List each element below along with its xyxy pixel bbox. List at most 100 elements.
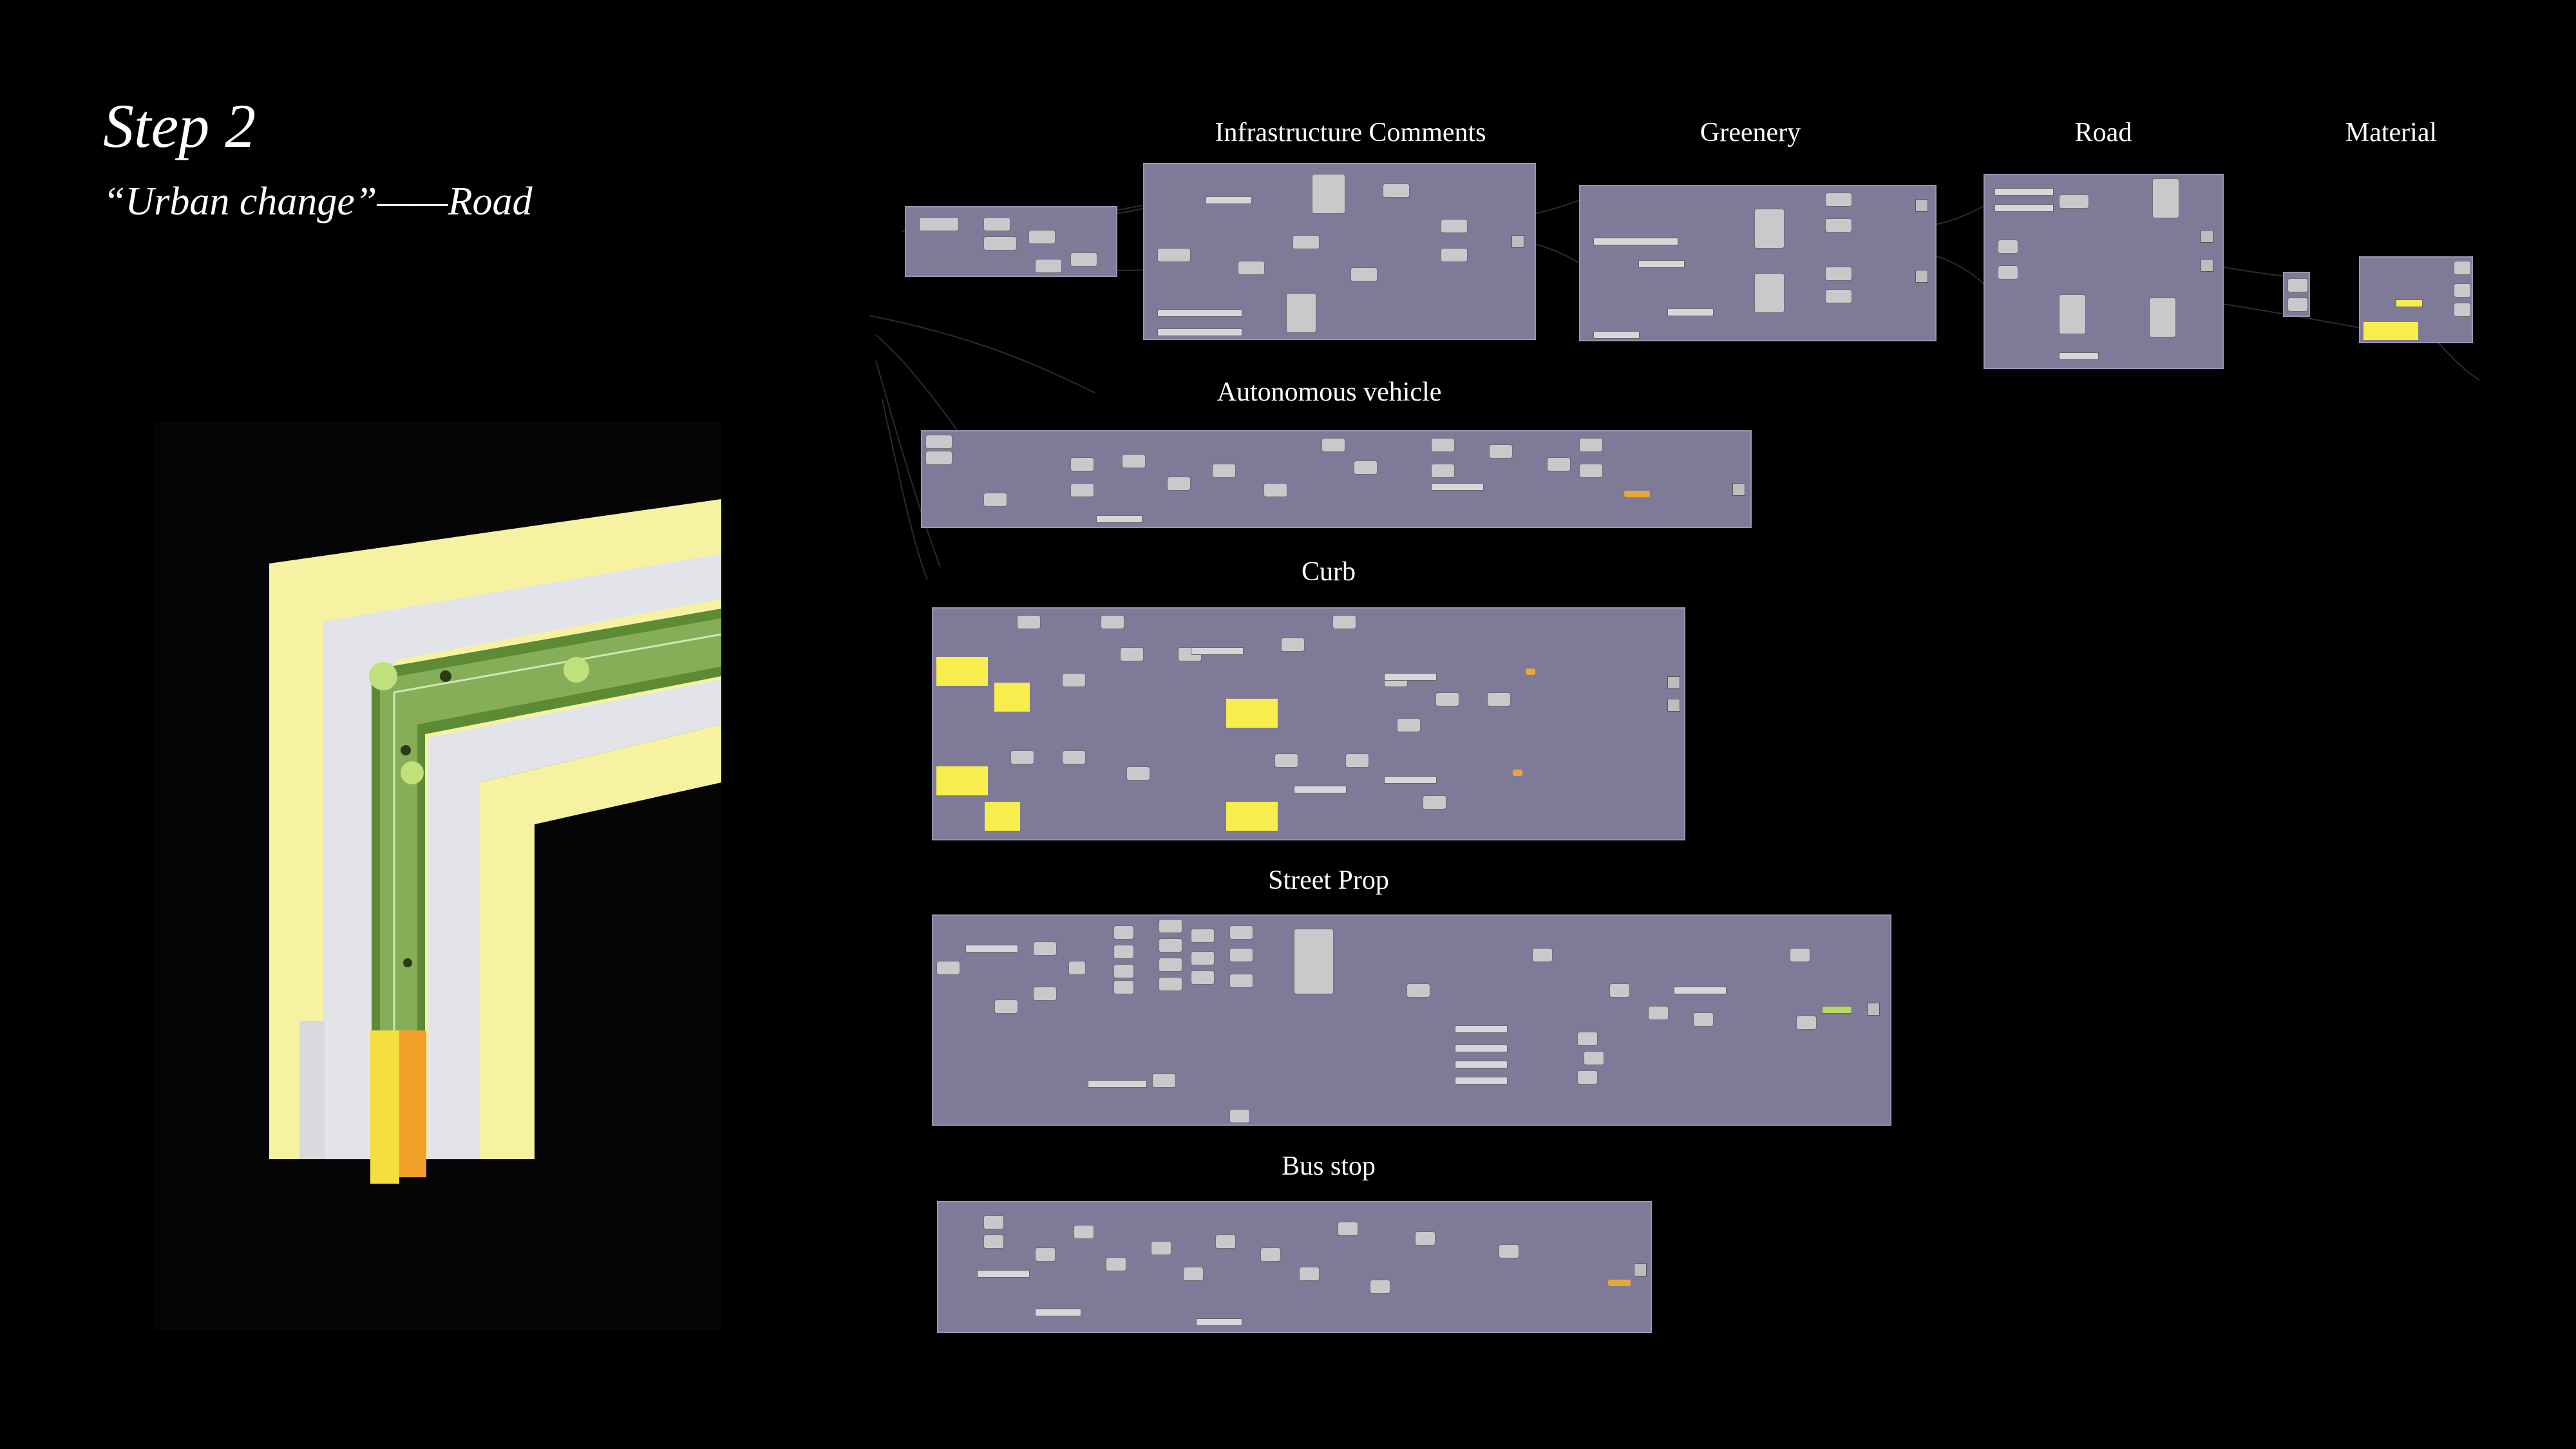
node[interactable] — [2287, 278, 2308, 292]
node[interactable] — [1035, 259, 1062, 273]
node[interactable] — [1191, 971, 1215, 985]
node[interactable] — [1577, 1032, 1598, 1046]
node[interactable] — [1579, 464, 1603, 478]
note[interactable] — [1226, 802, 1278, 831]
slider[interactable] — [1455, 1061, 1508, 1068]
slider[interactable] — [1096, 515, 1142, 523]
node[interactable] — [1350, 267, 1378, 281]
node[interactable] — [1754, 273, 1785, 313]
canvas-group-curb[interactable] — [932, 607, 1685, 840]
node[interactable] — [1754, 209, 1785, 249]
note[interactable] — [936, 766, 988, 795]
output-node[interactable] — [1667, 676, 1680, 689]
material-swatch[interactable] — [2363, 322, 2418, 340]
node[interactable] — [1441, 219, 1468, 233]
canvas-group-road[interactable] — [1984, 174, 2224, 369]
node[interactable] — [1370, 1280, 1390, 1294]
node[interactable] — [1648, 1006, 1669, 1020]
node[interactable] — [1151, 1241, 1171, 1255]
node[interactable] — [1431, 464, 1455, 478]
node[interactable] — [1010, 750, 1034, 764]
canvas-group-greenery[interactable] — [1579, 185, 1937, 341]
slider[interactable] — [1431, 483, 1484, 491]
slider[interactable] — [1455, 1045, 1508, 1052]
node[interactable] — [1159, 977, 1182, 991]
node[interactable] — [1431, 438, 1455, 452]
node[interactable] — [1159, 919, 1182, 933]
node[interactable] — [1191, 929, 1215, 943]
slider[interactable] — [1088, 1080, 1147, 1088]
slider[interactable] — [1191, 647, 1244, 655]
node[interactable] — [2454, 283, 2471, 298]
node[interactable] — [1152, 1074, 1176, 1088]
node[interactable] — [1028, 230, 1056, 244]
node[interactable] — [983, 236, 1017, 251]
node[interactable] — [1312, 174, 1345, 214]
slider[interactable] — [2396, 299, 2423, 307]
canvas-group-infrastructure-comments[interactable] — [1143, 163, 1536, 340]
node[interactable] — [1212, 464, 1236, 478]
slider[interactable] — [1667, 308, 1714, 316]
node[interactable] — [1423, 795, 1446, 810]
output-node[interactable] — [1511, 235, 1524, 248]
node[interactable] — [1113, 964, 1134, 978]
note[interactable] — [936, 657, 988, 686]
node[interactable] — [1033, 942, 1057, 956]
node[interactable] — [983, 1215, 1004, 1229]
node[interactable] — [1260, 1247, 1281, 1262]
node[interactable] — [1332, 615, 1356, 629]
output-node[interactable] — [1915, 270, 1928, 283]
node[interactable] — [1035, 1247, 1056, 1262]
slider[interactable] — [977, 1270, 1030, 1278]
slider[interactable] — [1206, 196, 1252, 204]
node[interactable] — [1101, 615, 1124, 629]
output-node[interactable] — [1732, 483, 1745, 496]
color-swatch[interactable] — [1513, 770, 1522, 776]
node[interactable] — [1577, 1070, 1598, 1084]
node[interactable] — [1487, 692, 1511, 706]
slider[interactable] — [1455, 1025, 1508, 1033]
slider[interactable] — [1294, 786, 1347, 793]
node[interactable] — [1790, 948, 1810, 962]
node[interactable] — [1345, 753, 1369, 768]
node[interactable] — [1435, 692, 1459, 706]
node[interactable] — [1062, 750, 1086, 764]
node[interactable] — [1126, 766, 1150, 781]
node[interactable] — [1998, 265, 2018, 279]
node[interactable] — [983, 493, 1007, 507]
slider[interactable] — [1593, 331, 1640, 339]
note[interactable] — [994, 683, 1030, 712]
note[interactable] — [985, 802, 1020, 831]
slider[interactable] — [1822, 1006, 1852, 1014]
node[interactable] — [1074, 1225, 1094, 1239]
color-swatch[interactable] — [1608, 1280, 1631, 1286]
node[interactable] — [1584, 1051, 1604, 1065]
node[interactable] — [1062, 673, 1086, 687]
node[interactable] — [2059, 194, 2089, 209]
node[interactable] — [1120, 647, 1144, 661]
node[interactable] — [1017, 615, 1041, 629]
node[interactable] — [1157, 248, 1191, 262]
node[interactable] — [925, 435, 952, 449]
node[interactable] — [1579, 438, 1603, 452]
node[interactable] — [1159, 958, 1182, 972]
node[interactable] — [2287, 298, 2308, 312]
node[interactable] — [1215, 1235, 1236, 1249]
slider[interactable] — [965, 945, 1018, 952]
node[interactable] — [1113, 980, 1134, 994]
node[interactable] — [1274, 753, 1298, 768]
node[interactable] — [1547, 457, 1571, 471]
node[interactable] — [1532, 948, 1553, 962]
canvas-group-relay[interactable] — [2283, 272, 2310, 317]
node[interactable] — [1229, 1109, 1250, 1123]
node[interactable] — [1693, 1012, 1714, 1027]
slider[interactable] — [1196, 1318, 1242, 1326]
slider[interactable] — [1593, 238, 1678, 245]
node[interactable] — [1033, 987, 1057, 1001]
node[interactable] — [1286, 293, 1316, 333]
node[interactable] — [1825, 193, 1852, 207]
output-node[interactable] — [1667, 699, 1680, 712]
node[interactable] — [1191, 951, 1215, 965]
node[interactable] — [1229, 948, 1253, 962]
node[interactable] — [1294, 929, 1334, 994]
